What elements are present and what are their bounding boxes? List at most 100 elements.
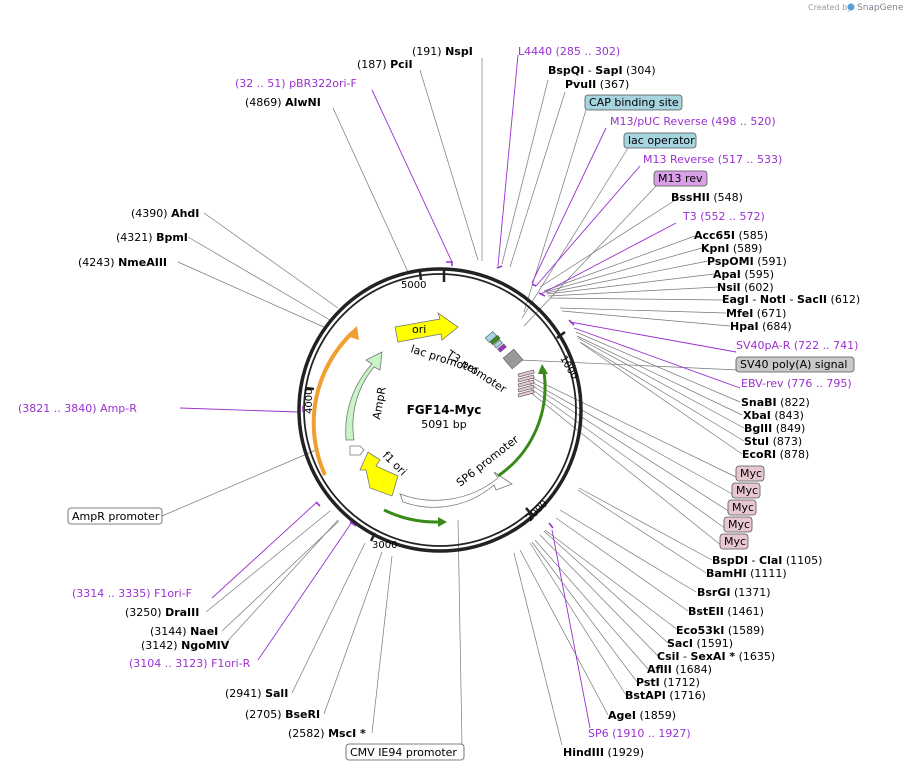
site-alwni[interactable]: (4869) AlwNI: [245, 96, 321, 109]
site-bspqi-sapi[interactable]: BspQI - SapI (304): [548, 64, 656, 77]
primer-leader-sv40pa: [569, 321, 737, 353]
ampr-label: AmpR: [370, 386, 389, 421]
primer-mark-f1r: [349, 521, 357, 527]
primer-m13-reverse[interactable]: M13 Reverse (517 .. 533): [643, 153, 782, 166]
site-eagi-noti-sacii[interactable]: EagI - NotI - SacII (612): [722, 293, 860, 306]
primer-ebv-rev[interactable]: EBV-rev (776 .. 795): [741, 377, 852, 390]
primer-sp6[interactable]: SP6 (1910 .. 1927): [588, 727, 691, 740]
myc-box-3[interactable]: [727, 499, 757, 516]
site-apai[interactable]: ApaI (595): [713, 268, 774, 281]
cmv-ie94-promoter-box[interactable]: [345, 743, 465, 761]
site-ahdi[interactable]: (4390) AhdI: [131, 207, 199, 220]
site-eco53ki[interactable]: Eco53kI (1589): [676, 624, 764, 637]
leader-pcii: [419, 69, 479, 261]
site-draiii[interactable]: (3250) DraIII: [125, 606, 199, 619]
site-mfei[interactable]: MfeI (671): [726, 307, 786, 320]
f1-ori-feature-arrow[interactable]: [359, 451, 399, 497]
primer-amp-r[interactable]: (3821 .. 3840) Amp-R: [18, 402, 137, 415]
site-bseri[interactable]: (2705) BseRI: [245, 708, 320, 721]
myc-box-2[interactable]: [731, 482, 761, 499]
primer-f1ori-r[interactable]: (3104 .. 3123) F1ori-R: [129, 657, 251, 670]
leader-xbai: [576, 335, 743, 416]
leader-ahdi: [203, 212, 339, 309]
primer-mark-m13puc: [531, 283, 537, 287]
primer-l4440[interactable]: L4440 (285 .. 302): [518, 45, 620, 58]
primer-sv40pa-r[interactable]: SV40pA-R (722 .. 741): [736, 339, 858, 352]
site-bsshii[interactable]: BssHII (548): [671, 191, 743, 204]
site-msci[interactable]: (2582) MscI *: [288, 727, 366, 740]
leader-draiii: [205, 510, 331, 613]
tick-marks: [305, 269, 566, 542]
site-bsteii[interactable]: BstEII (1461): [688, 605, 764, 618]
site-snabi[interactable]: SnaBI (822): [741, 396, 810, 409]
site-pvuii[interactable]: PvuII (367): [565, 78, 629, 91]
site-stui[interactable]: StuI (873): [744, 435, 802, 448]
site-kpni[interactable]: KpnI (589): [701, 242, 762, 255]
leader-eagi: [549, 297, 725, 301]
site-ngomiv[interactable]: (3142) NgoMIV: [141, 639, 230, 652]
sv40-polya-box[interactable]: [735, 356, 855, 373]
site-agei[interactable]: AgeI (1859): [608, 709, 676, 722]
m13-rev-box[interactable]: [653, 170, 708, 187]
site-pcii[interactable]: (187) PciI: [357, 58, 413, 71]
leader-lac-operator: [521, 147, 629, 319]
site-bsrgi[interactable]: BsrGI (1371): [697, 586, 771, 599]
primer-m13-puc-reverse[interactable]: M13/pUC Reverse (498 .. 520): [610, 115, 776, 128]
lac-operator-block: [493, 339, 503, 349]
site-psti[interactable]: PstI (1712): [636, 676, 700, 689]
leader-cap: [523, 109, 587, 313]
primer-t3[interactable]: T3 (552 .. 572): [682, 210, 765, 223]
primer-pbr322ori-f[interactable]: (32 .. 51) pBR322ori-F: [235, 77, 357, 90]
site-bglii[interactable]: BglII (849): [744, 422, 805, 435]
green-lower-arc-feature[interactable]: [383, 508, 439, 524]
green-right-arc-feature[interactable]: [497, 371, 547, 478]
primer-f1ori-f[interactable]: (3314 .. 3335) F1ori-F: [72, 587, 192, 600]
site-aflii[interactable]: AflII (1684): [647, 663, 712, 676]
site-bstapi[interactable]: BstAPI (1716): [625, 689, 706, 702]
leader-bsshii: [539, 196, 681, 288]
leader-naei: [221, 520, 340, 632]
site-hpai[interactable]: HpaI (684): [730, 320, 792, 333]
lac-operator-box[interactable]: [623, 132, 697, 149]
site-pspomi[interactable]: PspOMI (591): [707, 255, 787, 268]
site-csii-sexai[interactable]: CsiI - SexAI * (1635): [657, 650, 775, 663]
ori-feature-arrow[interactable]: [394, 311, 459, 343]
site-nspi[interactable]: (191) NspI: [412, 45, 473, 58]
ampr-promoter-arrow[interactable]: [349, 445, 365, 456]
plasmid-name: FGF14-Myc: [407, 403, 482, 417]
primer-leader-f1r: [257, 521, 353, 661]
tick-5000: [418, 271, 423, 281]
leader-sv40-polya: [519, 359, 739, 371]
primer-leader-lines: [179, 54, 741, 729]
site-hindiii[interactable]: HindIII (1929): [563, 746, 644, 759]
site-xbai[interactable]: XbaI (843): [743, 409, 804, 422]
ampr-feature-arrow[interactable]: [345, 351, 383, 441]
site-saci[interactable]: SacI (1591): [667, 637, 733, 650]
primer-leader-pbr322: [371, 89, 453, 263]
site-bamhi[interactable]: BamHI (1111): [706, 567, 787, 580]
leader-cmv-promoter: [457, 519, 463, 746]
leader-bspdi: [578, 487, 713, 561]
primer-mark-t3: [538, 292, 546, 297]
myc-label-2: Myc: [736, 484, 758, 497]
primer-leader-sp6: [551, 529, 591, 729]
site-naei[interactable]: (3144) NaeI: [150, 625, 218, 638]
site-nsii[interactable]: NsiI (602): [717, 281, 774, 294]
ampr-promoter-box[interactable]: [67, 507, 163, 525]
orange-arc-feature[interactable]: [311, 331, 354, 476]
site-bpmi[interactable]: (4321) BpmI: [116, 231, 188, 244]
sv40-polya-block: [502, 348, 524, 370]
sp6-promoter-arrow[interactable]: [399, 471, 513, 508]
site-nmeaiii[interactable]: (4243) NmeAIII: [78, 256, 167, 269]
ampr-promoter-label: AmpR promoter: [72, 510, 160, 523]
myc-box-4[interactable]: [723, 516, 753, 533]
site-acc65i[interactable]: Acc65I (585): [694, 229, 768, 242]
cap-binding-site-box[interactable]: [584, 94, 683, 111]
leader-ecori: [580, 342, 743, 455]
site-ecori[interactable]: EcoRI (878): [742, 448, 809, 461]
site-bspdi-clai[interactable]: BspDI - ClaI (1105): [712, 554, 822, 567]
myc-box-5[interactable]: [719, 533, 749, 550]
myc-box-1[interactable]: [735, 465, 765, 482]
site-sali[interactable]: (2941) SalI: [225, 687, 288, 700]
